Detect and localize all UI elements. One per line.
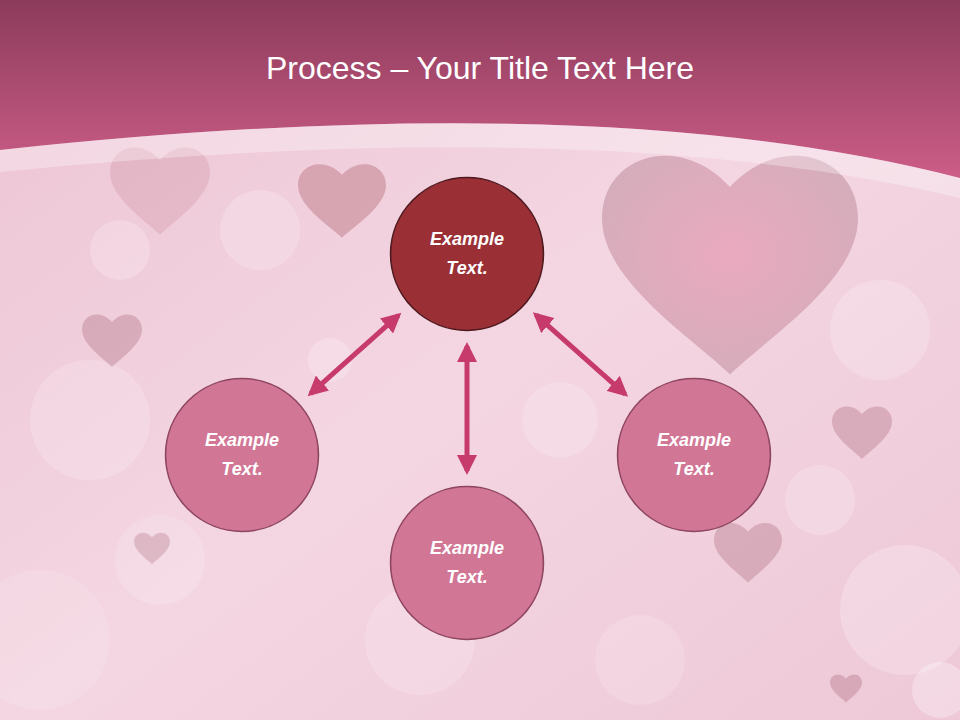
slide-title: Process – Your Title Text Here	[0, 48, 960, 88]
circle-fill	[391, 178, 544, 331]
circle-fill	[166, 379, 319, 532]
node-label: Example Text.	[644, 426, 744, 484]
circle-fill	[618, 379, 771, 532]
process-circle: Example Text.	[616, 377, 772, 533]
double-arrow	[536, 315, 625, 394]
process-circle: Example Text.	[389, 176, 545, 332]
hearts	[82, 147, 892, 702]
title-area: Process – Your Title Text Here	[0, 48, 960, 88]
node-label: Example Text.	[417, 225, 517, 283]
circle-outline	[389, 176, 545, 332]
circle-outline	[616, 377, 772, 533]
double-arrow	[465, 346, 470, 471]
process-circle: Example Text.	[164, 377, 320, 533]
circle-outline	[164, 377, 320, 533]
circle-outline	[389, 485, 545, 641]
process-circle: Example Text.	[389, 485, 545, 641]
node-label: Example Text.	[192, 426, 292, 484]
circle-fill	[391, 487, 544, 640]
node-label: Example Text.	[417, 534, 517, 592]
double-arrow	[311, 315, 399, 393]
